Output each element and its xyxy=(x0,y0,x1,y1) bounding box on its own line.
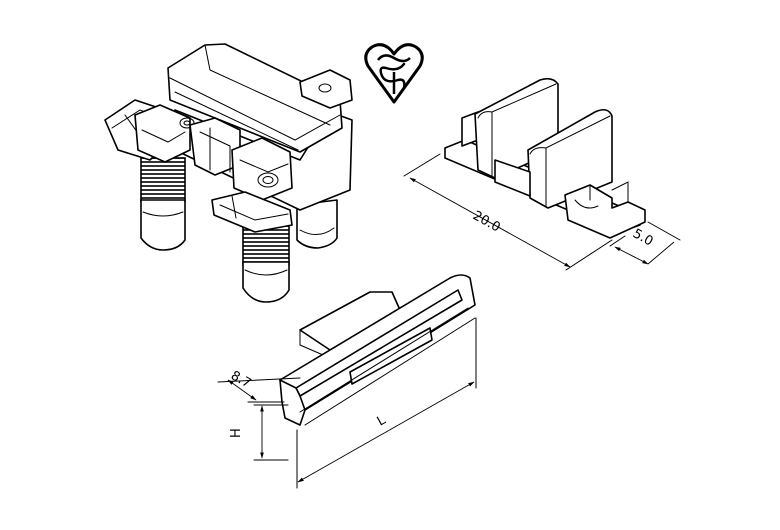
depth-8-7-label: 8.7 xyxy=(228,368,253,391)
kitemark-icon xyxy=(364,43,424,104)
rear-pin xyxy=(296,199,338,249)
length-20-label: 20.0 xyxy=(470,208,503,235)
width-5-label: 5.0 xyxy=(630,226,655,249)
left-pin xyxy=(140,157,186,251)
length-l-label: L xyxy=(375,413,389,430)
height-h-label: H xyxy=(229,428,244,438)
holder-part-drawing: 20.0 5.0 xyxy=(403,77,681,271)
front-pin xyxy=(242,224,290,303)
fuse-carrier-drawing xyxy=(104,43,353,303)
sleeve-drawing: 8.7 H L xyxy=(217,274,477,489)
